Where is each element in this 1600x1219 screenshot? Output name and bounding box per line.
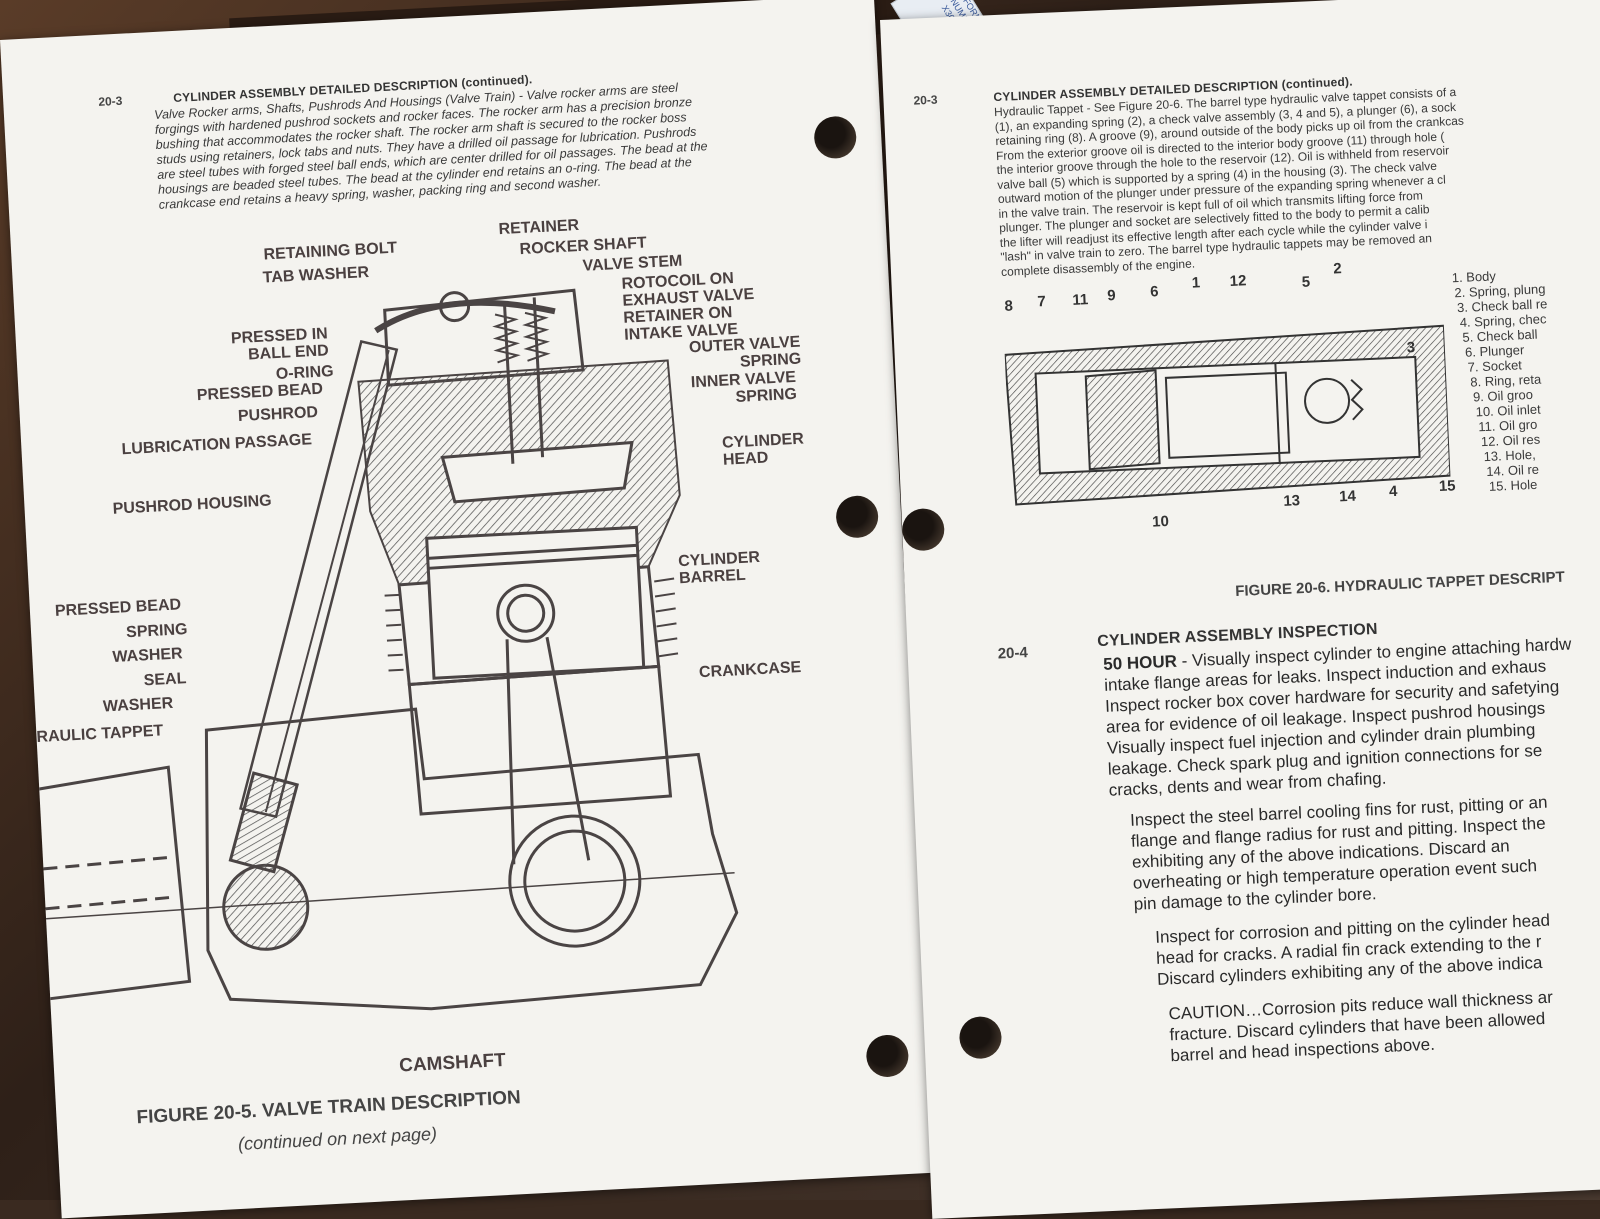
tappet-number: 10 (1151, 512, 1170, 531)
valve-train-drawing (39, 288, 739, 1011)
label-seal: SEAL (143, 670, 187, 690)
tappet-number: 7 (1037, 293, 1047, 311)
tappet-number: 1 (1191, 274, 1201, 292)
tappet-number: 11 (1072, 291, 1089, 309)
section-number: 20-3 (98, 93, 123, 109)
hydraulic-tappet-paragraph: Hydraulic Tappet - See Figure 20-6. The … (994, 77, 1600, 279)
binder-hole (813, 115, 858, 160)
tappet-number: 5 (1301, 273, 1311, 291)
label-retainer: RETAINER (498, 216, 580, 239)
legend-item: 15. Hole (1488, 476, 1538, 494)
label-washer-2: WASHER (102, 694, 174, 716)
tappet-number: 3 (1406, 338, 1416, 357)
tappet-number: 6 (1149, 283, 1159, 301)
label-washer-1: WASHER (112, 645, 184, 666)
label-inner-valve-spring: INNER VALVE SPRING (690, 369, 797, 408)
tappet-number: 14 (1338, 487, 1357, 506)
inspection-barrel-paragraph: Inspect the steel barrel cooling fins fo… (1130, 786, 1600, 915)
label-cylinder-barrel: CYLINDER BARREL (678, 549, 761, 587)
label-spring: SPRING (125, 621, 188, 642)
label-camshaft: CAMSHAFT (398, 1049, 507, 1077)
section-number: 20-3 (913, 92, 938, 108)
legend-item: 5. Check ball (1462, 326, 1538, 345)
label-rotocoil: ROTOCOIL ON EXHAUST VALVE RETAINER ON IN… (621, 269, 756, 344)
binder-hole (901, 507, 946, 552)
binder-hole (865, 1033, 910, 1079)
inspection-head-paragraph: Inspect for corrosion and pitting on the… (1155, 904, 1600, 990)
left-page: 20-3 CYLINDER ASSEMBLY DETAILED DESCRIPT… (0, 0, 936, 1219)
inspection-50-hour-paragraph: 50 HOUR - Visually inspect cylinder to e… (1103, 629, 1600, 800)
tappet-number: 8 (1004, 297, 1014, 315)
tappet-number: 4 (1388, 482, 1398, 501)
label-pressed-in-ball-end: PRESSED IN BALL END (231, 325, 330, 364)
section-number: 20-4 (997, 644, 1029, 663)
right-page: 20-3 CYLINDER ASSEMBLY DETAILED DESCRIPT… (880, 0, 1600, 1219)
tappet-number: 13 (1283, 492, 1301, 510)
binder-hole (835, 494, 880, 539)
figure-subcaption: (continued on next page) (237, 1123, 438, 1155)
figure-caption: FIGURE 20-5. VALVE TRAIN DESCRIPTION (136, 1087, 522, 1129)
label-outer-valve-spring: OUTER VALVE SPRING (689, 334, 802, 374)
tappet-number: 9 (1106, 286, 1116, 305)
label-cylinder-head: CYLINDER HEAD (722, 430, 805, 468)
binder-hole (958, 1015, 1003, 1060)
tappet-number: 2 (1332, 260, 1342, 278)
tappet-number: 12 (1229, 272, 1247, 290)
tappet-number: 15 (1438, 477, 1456, 496)
inspection-lead: 50 HOUR (1102, 651, 1178, 674)
figure-caption: FIGURE 20-6. HYDRAULIC TAPPET DESCRIPT (1234, 568, 1566, 601)
hydraulic-tappet-drawing (1003, 324, 1452, 506)
inspection-caution-paragraph: CAUTION…Corrosion pits reduce wall thick… (1168, 981, 1600, 1066)
